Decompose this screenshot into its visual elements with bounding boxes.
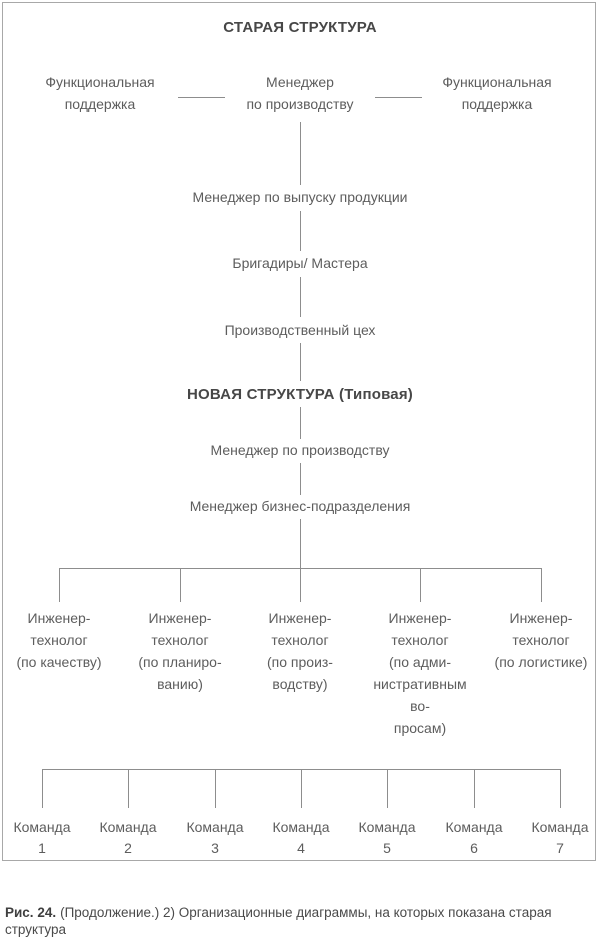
connector-new-1 <box>300 407 301 439</box>
connector-engineer-drop-5 <box>541 568 542 602</box>
connector-new-3 <box>300 519 301 568</box>
node-production-output-manager: Менеджер по выпуску продукции <box>192 189 408 205</box>
node-production-shop: Производственный цех <box>224 322 376 338</box>
connector-team-drop-5 <box>387 769 388 808</box>
node-production-manager-old: Менеджер по производству <box>246 74 354 112</box>
connector-new-2 <box>300 463 301 495</box>
connector-team-drop-4 <box>301 769 302 808</box>
node-team-2: Команда 2 <box>99 819 157 856</box>
connector-old-1 <box>300 122 301 185</box>
node-engineer-admin: Инженер- технолог (по адми- нистративным… <box>373 610 467 736</box>
figure-caption-line1: (Продолжение.) 2) Организационные диагра… <box>5 905 552 937</box>
node-engineer-planning: Инженер- технолог (по планиро- ванию) <box>138 610 222 692</box>
new-structure-title: НОВАЯ СТРУКТУРА (Типовая) <box>187 386 413 403</box>
connector-right-support <box>375 97 422 98</box>
connector-engineer-drop-4 <box>420 568 421 602</box>
diagram-border-frame <box>2 2 596 861</box>
connector-team-drop-2 <box>128 769 129 808</box>
node-team-6: Команда 6 <box>445 819 503 856</box>
node-functional-support-right: Функциональная поддержка <box>442 74 552 112</box>
node-team-1: Команда 1 <box>13 819 71 856</box>
node-team-7: Команда 7 <box>531 819 589 856</box>
old-structure-title: СТАРАЯ СТРУКТУРА <box>223 19 377 36</box>
connector-engineer-drop-1 <box>59 568 60 602</box>
node-foremen: Бригадиры/ Мастера <box>232 255 368 271</box>
connector-team-drop-3 <box>215 769 216 808</box>
connector-old-2 <box>300 211 301 251</box>
node-team-4: Команда 4 <box>272 819 330 856</box>
node-team-3: Команда 3 <box>186 819 244 856</box>
node-production-manager-new: Менеджер по производству <box>210 442 390 458</box>
connector-old-4 <box>300 343 301 381</box>
connector-engineer-drop-2 <box>180 568 181 602</box>
node-engineer-quality: Инженер- технолог (по качеству) <box>16 610 102 670</box>
node-engineer-production: Инженер- технолог (по произ- водству) <box>267 610 333 692</box>
node-team-5: Команда 5 <box>358 819 416 856</box>
connector-left-support <box>178 97 225 98</box>
connector-engineer-drop-3 <box>300 568 301 602</box>
figure-caption: Рис. 24.(Продолжение.) 2) Организационны… <box>5 904 597 938</box>
connector-old-3 <box>300 277 301 317</box>
figure-caption-label: Рис. 24. <box>5 905 57 920</box>
node-functional-support-left: Функциональная поддержка <box>45 74 155 112</box>
connector-team-drop-7 <box>560 769 561 808</box>
node-business-unit-manager: Менеджер бизнес-подразделения <box>189 498 411 514</box>
connector-team-drop-6 <box>474 769 475 808</box>
connector-team-drop-1 <box>42 769 43 808</box>
node-engineer-logistics: Инженер- технолог (по логистике) <box>494 610 588 670</box>
